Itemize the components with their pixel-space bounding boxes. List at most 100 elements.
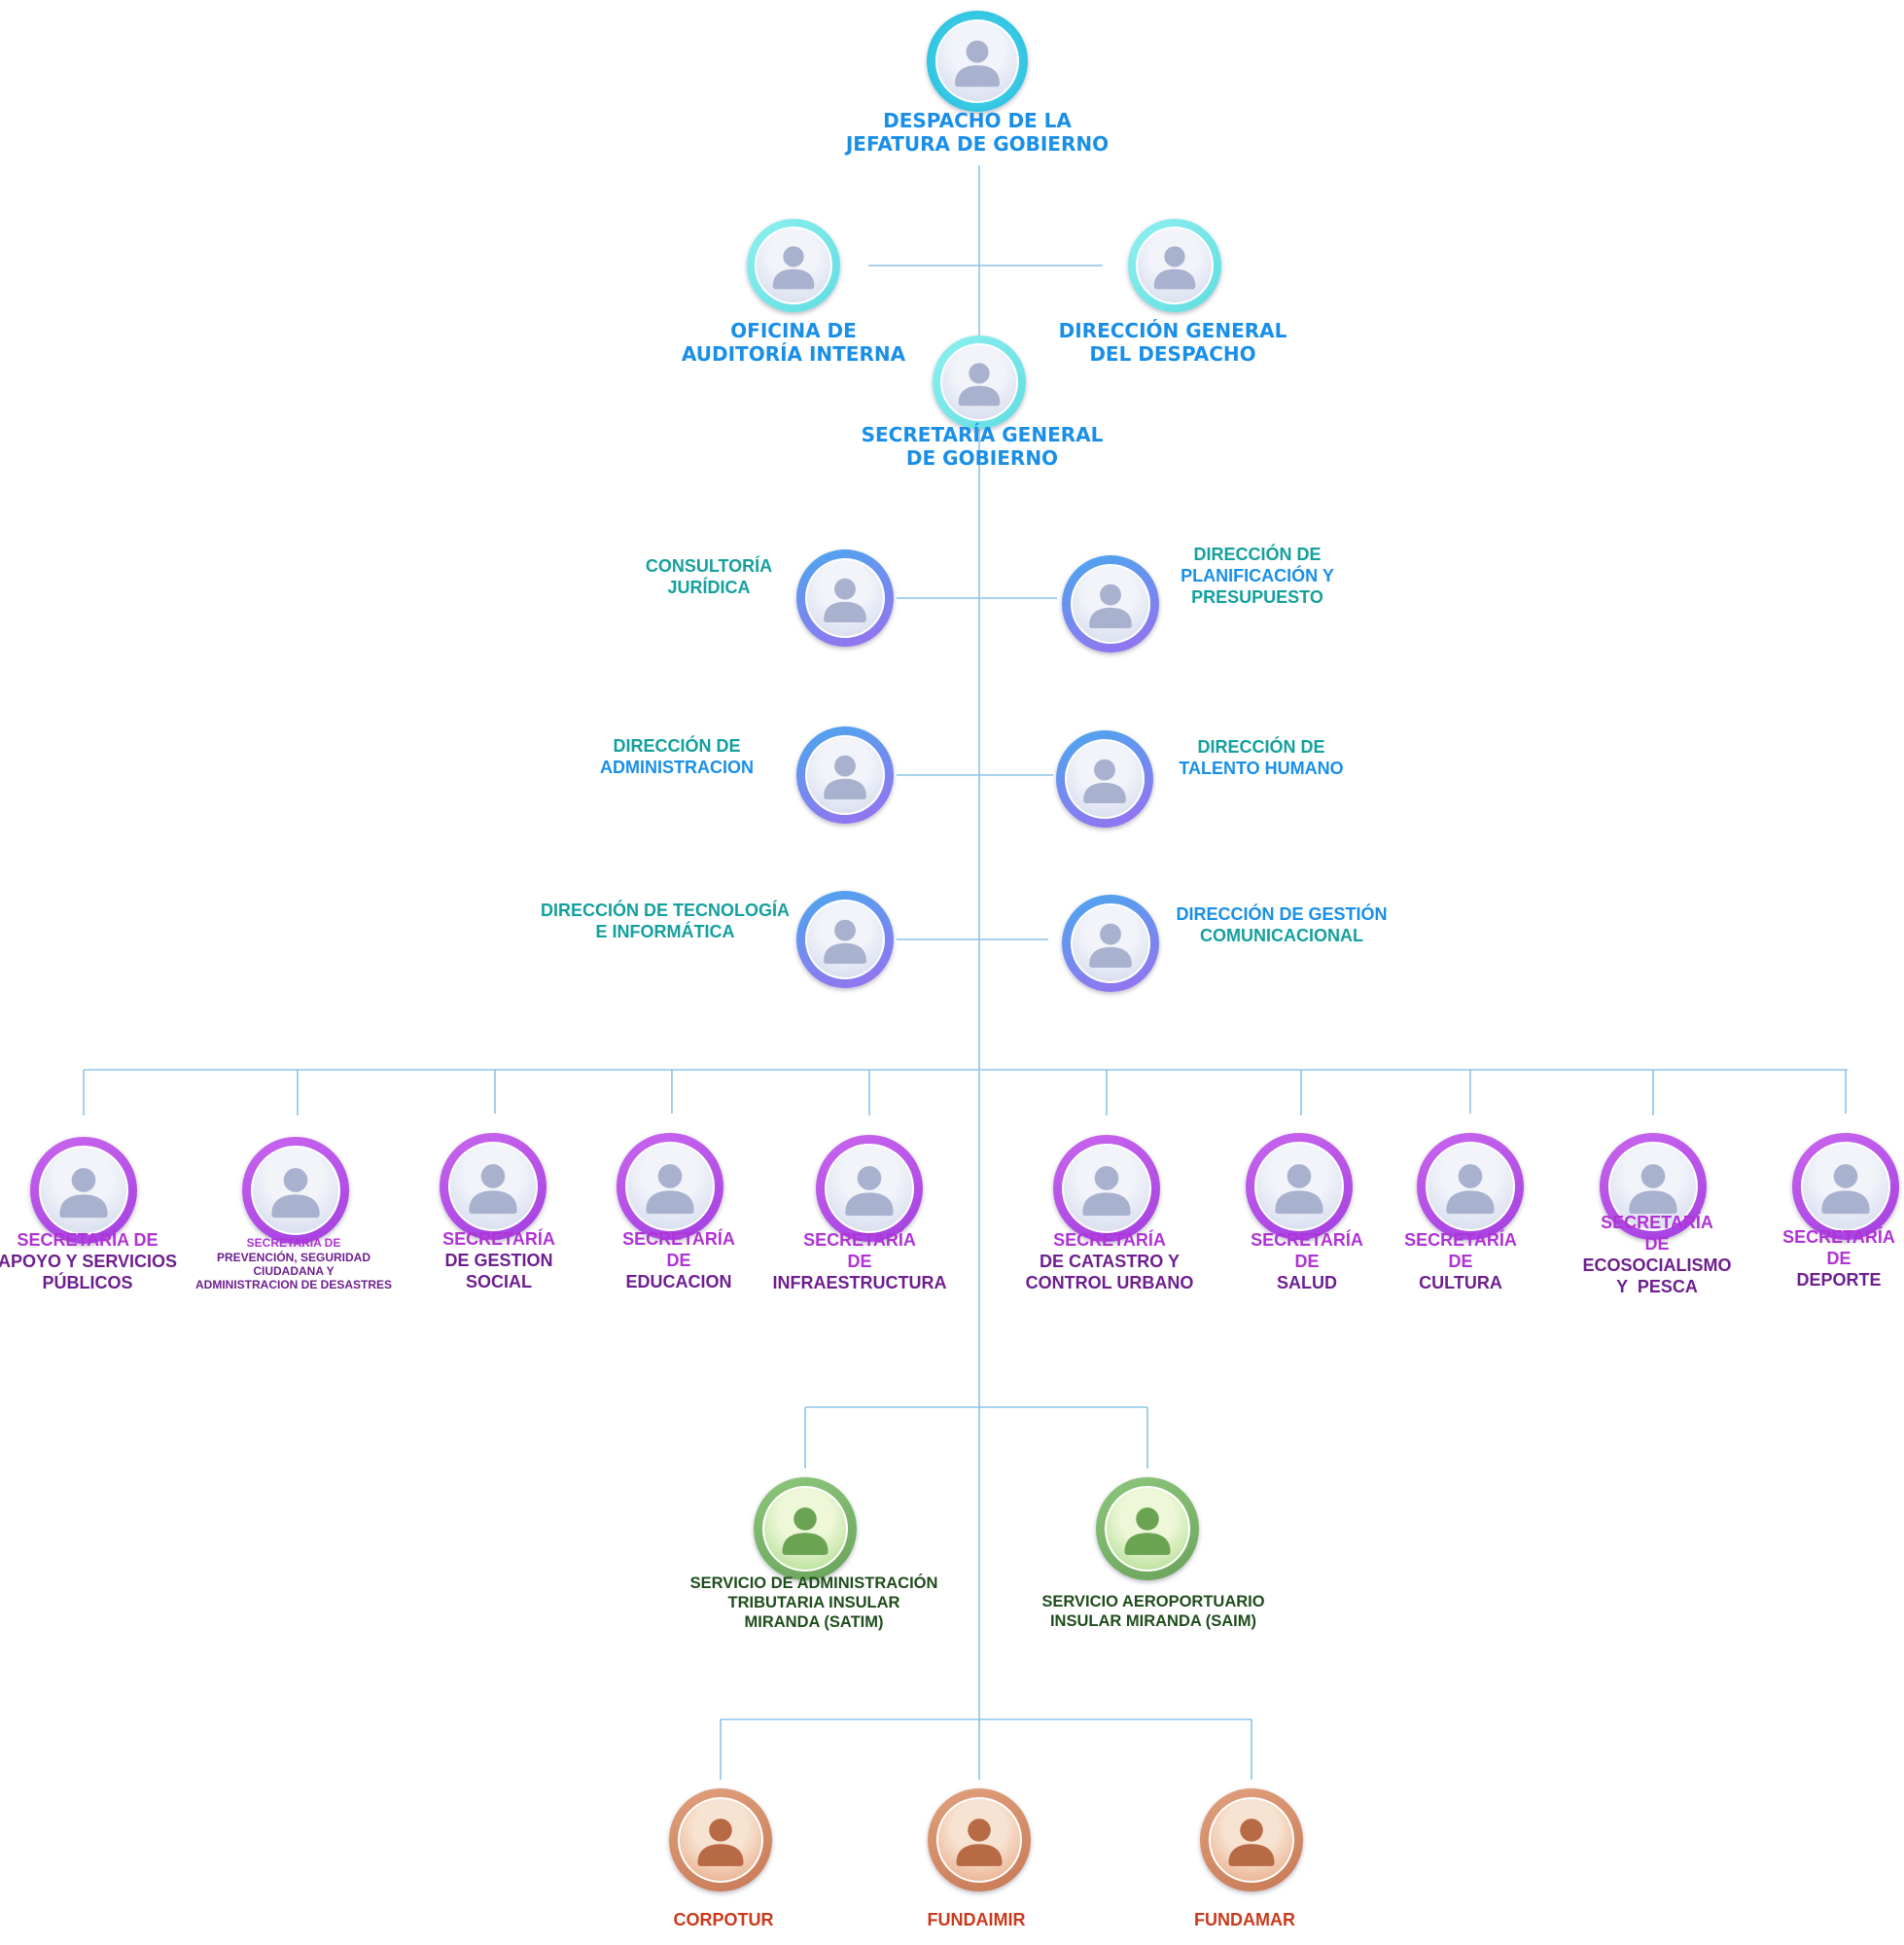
label-line: CIUDADANA Y <box>253 1264 335 1278</box>
person-icon <box>271 1168 320 1219</box>
avatar <box>928 1788 1031 1892</box>
avatar-inner <box>1209 1797 1294 1883</box>
label-line: PRESUPUESTO <box>1191 586 1323 607</box>
label-line: DE <box>1644 1234 1670 1255</box>
avatar <box>1417 1133 1524 1240</box>
node-label: CORPOTUR <box>626 1910 821 1931</box>
avatar <box>1062 895 1159 992</box>
label-line: SECRETARÍA <box>1053 1230 1166 1251</box>
label-line: DE <box>1448 1252 1473 1272</box>
label-line: DE GOBIERNO <box>905 446 1059 470</box>
person-icon <box>646 1164 694 1215</box>
person-icon <box>956 1819 1003 1866</box>
person-icon <box>824 919 866 964</box>
person-icon <box>469 1164 517 1215</box>
avatar-inner <box>755 227 832 304</box>
avatar-inner <box>1071 903 1150 983</box>
label-line: PREVENCIÓN, SEGURIDAD <box>216 1250 371 1264</box>
label-line: CONTROL URBANO <box>1025 1272 1194 1292</box>
label-line: DEPORTE <box>1796 1269 1882 1290</box>
avatar-inner <box>935 19 1019 103</box>
label-line: E INFORMÁTICA <box>595 922 735 941</box>
label-line: JURÍDICA <box>667 578 751 597</box>
avatar <box>747 219 840 312</box>
label-line: PLANIFICACIÓN Y <box>1181 566 1334 586</box>
person-icon <box>1228 1819 1275 1866</box>
avatar <box>1056 730 1153 828</box>
avatar-inner <box>1105 1486 1190 1572</box>
label-line: SOCIAL <box>465 1271 532 1291</box>
avatar-inner <box>825 1144 914 1233</box>
label-line: MIRANDA (SATIM) <box>744 1613 884 1632</box>
person-icon <box>955 40 1000 88</box>
avatar-inner <box>1254 1142 1344 1231</box>
label-line: SECRETARÍA <box>803 1230 916 1251</box>
label-line: SECRETARÍA <box>442 1229 555 1250</box>
person-icon <box>824 755 866 799</box>
avatar <box>1200 1788 1303 1892</box>
avatar-inner <box>1062 1144 1151 1233</box>
avatar-inner <box>625 1142 715 1231</box>
avatar <box>30 1137 137 1244</box>
label-line: SERVICIO DE ADMINISTRACIÓN <box>689 1574 938 1592</box>
label-line: EDUCACION <box>625 1271 732 1291</box>
avatar <box>1792 1133 1899 1240</box>
label-line: OFICINA DE <box>730 318 857 342</box>
label-line: APOYO Y SERVICIOS <box>0 1252 178 1272</box>
avatar <box>1128 219 1221 312</box>
person-icon <box>697 1819 744 1866</box>
avatar-inner <box>1608 1142 1698 1231</box>
person-icon <box>1124 1507 1171 1555</box>
label-line: SECRETARÍA DE <box>246 1236 341 1251</box>
label-line: JEFATURA DE GOBIERNO <box>845 132 1110 156</box>
avatar <box>1062 555 1159 653</box>
label-line: SECRETARÍA DE <box>17 1230 159 1251</box>
label-line: SECRETARÍA <box>622 1229 735 1250</box>
person-icon <box>59 1168 108 1219</box>
label-line: DE CATASTRO Y <box>1039 1252 1180 1272</box>
label-line: INFRAESTRUCTURA <box>772 1272 947 1292</box>
label-line: DIRECCIÓN DE <box>1193 545 1322 565</box>
person-icon <box>782 1507 829 1555</box>
person-icon <box>1629 1164 1677 1215</box>
label-line: ECOSOCIALISMO <box>1582 1255 1732 1275</box>
avatar <box>1600 1133 1707 1240</box>
label-line: SERVICIO AEROPORTUARIO <box>1041 1592 1265 1610</box>
avatar-inner <box>1801 1142 1890 1231</box>
label-line: COMUNICACIONAL <box>1200 926 1363 945</box>
label-line: PÚBLICOS <box>42 1272 133 1292</box>
label-line: FUNDAIMIR <box>927 1910 1026 1930</box>
label-line: DE <box>847 1252 872 1272</box>
label-line: SECRETARÍA <box>1601 1213 1713 1233</box>
avatar <box>669 1788 772 1892</box>
avatar-inner <box>251 1146 340 1235</box>
label-line: ADMINISTRACION DE DESASTRES <box>194 1278 392 1292</box>
node-label: FUNDAMAR <box>1147 1910 1342 1931</box>
label-line: DIRECCIÓN DE TECNOLOGÍA <box>540 901 790 921</box>
node-label: FUNDAIMIR <box>879 1910 1074 1931</box>
avatar-inner <box>678 1797 763 1883</box>
label-line: CULTURA <box>1419 1272 1502 1292</box>
avatar-inner <box>805 735 885 815</box>
label-line: INSULAR MIRANDA (SAIM) <box>1049 1612 1257 1630</box>
label-line: SECRETARÍA <box>1251 1230 1363 1251</box>
avatar-inner <box>805 558 885 638</box>
label-line: FUNDAMAR <box>1194 1910 1295 1930</box>
label-line: DIRECCIÓN GENERAL <box>1058 318 1287 342</box>
person-icon <box>1446 1164 1495 1215</box>
